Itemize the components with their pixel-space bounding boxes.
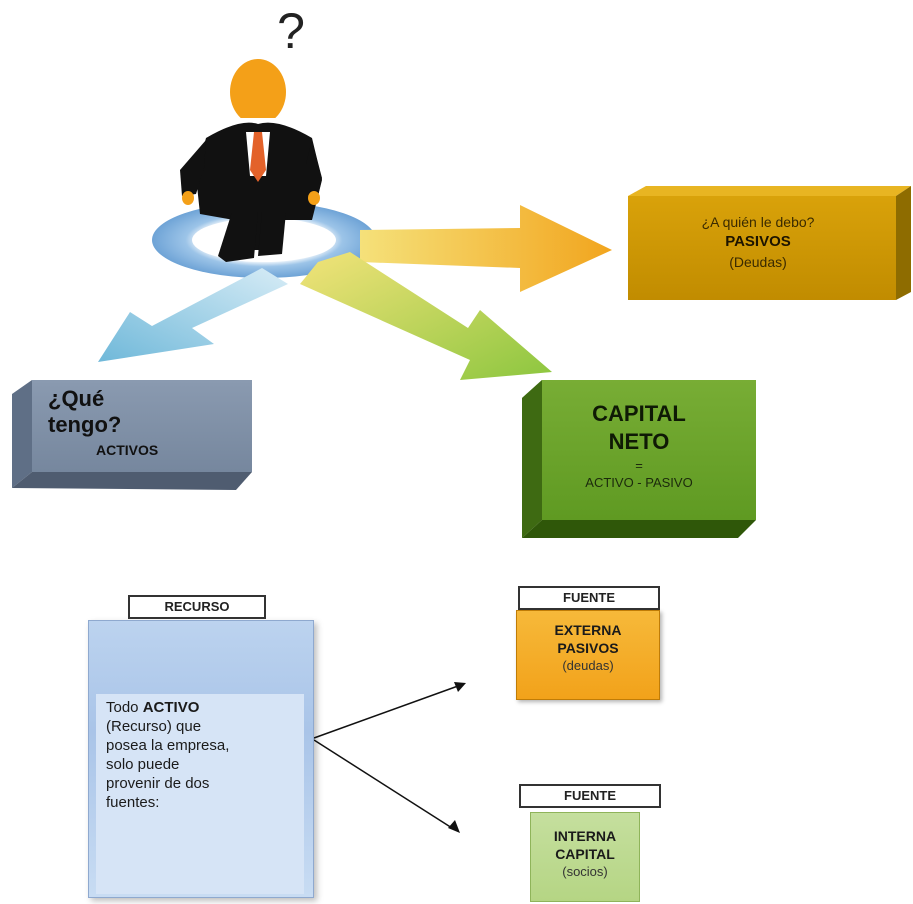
arrow-to-pasivos bbox=[360, 205, 612, 292]
recurso-text: Todo ACTIVO (Recurso) que posea la empre… bbox=[106, 698, 306, 812]
activos-box bbox=[12, 380, 252, 490]
capital-text: CAPITAL NETO = ACTIVO - PASIVO bbox=[522, 400, 756, 490]
pasivos-title: PASIVOS bbox=[725, 233, 791, 250]
fuente-externa-line2: PASIVOS bbox=[557, 640, 619, 656]
recurso-text-line6: fuentes: bbox=[106, 794, 160, 811]
capital-formula: ACTIVO - PASIVO bbox=[585, 475, 693, 490]
recurso-text-line5: provenir de dos bbox=[106, 775, 210, 792]
recurso-text-line2: (Recurso) que bbox=[106, 718, 202, 735]
activos-question-line1: ¿Qué bbox=[48, 386, 105, 411]
pasivos-subtitle: (Deudas) bbox=[729, 254, 787, 270]
capital-title-line2: NETO bbox=[608, 429, 670, 454]
fuente-interna-label: FUENTE bbox=[519, 784, 661, 808]
fuente-externa-line3: (deudas) bbox=[562, 658, 614, 673]
arrow-to-activos bbox=[98, 268, 288, 362]
recurso-inner-panel bbox=[96, 694, 304, 894]
arrow-to-capital bbox=[300, 252, 552, 380]
recurso-text-line4: solo puede bbox=[106, 756, 180, 773]
pasivos-question: ¿A quién le debo? bbox=[701, 214, 815, 230]
recurso-text-bold: ACTIVO bbox=[142, 699, 200, 716]
capital-box bbox=[522, 380, 756, 538]
capital-equals: = bbox=[635, 458, 643, 473]
activos-title: ACTIVOS bbox=[96, 442, 159, 458]
fuente-interna-line1: INTERNA bbox=[553, 828, 617, 844]
fuente-interna-line3: (socios) bbox=[562, 864, 608, 879]
connector-arrow-externa bbox=[313, 682, 466, 739]
fuente-externa-line1: EXTERNA bbox=[554, 622, 622, 638]
pasivos-text: ¿A quién le debo? PASIVOS (Deudas) bbox=[628, 212, 888, 272]
fuente-externa-box: EXTERNA PASIVOS (deudas) bbox=[516, 610, 660, 700]
fuente-interna-box: INTERNA CAPITAL (socios) bbox=[530, 812, 640, 902]
fuente-externa-label: FUENTE bbox=[518, 586, 660, 610]
recurso-label: RECURSO bbox=[128, 595, 266, 619]
capital-title-line1: CAPITAL bbox=[592, 401, 686, 426]
activos-question-line2: tengo? bbox=[48, 412, 122, 437]
question-mark: ? bbox=[277, 3, 305, 59]
fuente-interna-line2: CAPITAL bbox=[555, 846, 615, 862]
connector-arrow-interna bbox=[313, 739, 460, 833]
recurso-text-prefix: Todo bbox=[106, 699, 143, 716]
activos-text: ¿Qué tengo? ACTIVOS bbox=[48, 386, 238, 458]
recurso-text-line3: posea la empresa, bbox=[106, 737, 230, 754]
pasivos-box bbox=[628, 186, 911, 300]
businessman-figure bbox=[180, 59, 322, 262]
